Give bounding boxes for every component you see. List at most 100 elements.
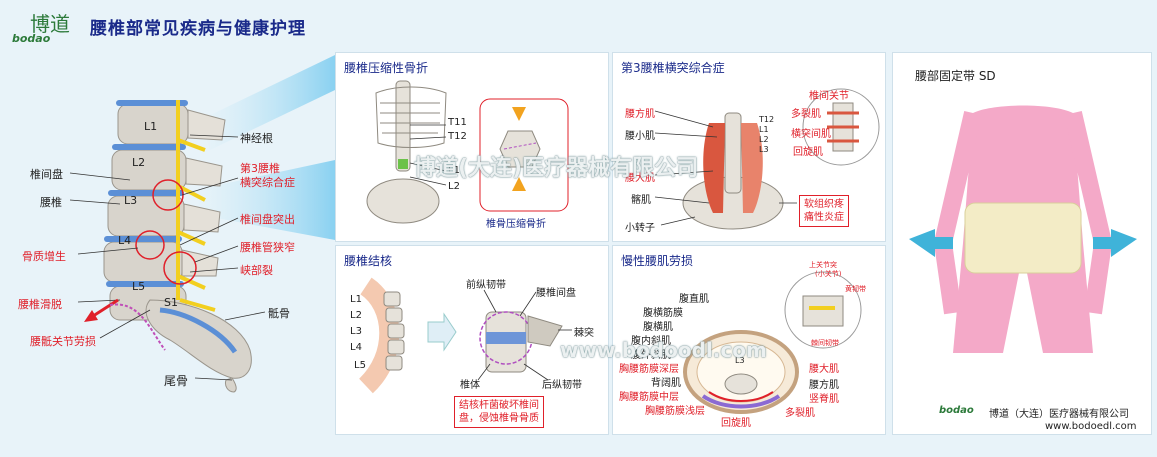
panel-title: 慢性腰肌劳损 — [621, 254, 694, 268]
panel-l3-syndrome: 第3腰椎横突综合症 腰方肌 腰小肌 腰大肌 髂肌 小转子 T12 L1 L2 L… — [612, 52, 886, 242]
label-coccyx: 尾骨 — [164, 374, 189, 388]
label-facet-joint: 椎间关节 — [809, 91, 849, 102]
vertebral-bodies — [103, 103, 189, 321]
label-external-oblique: 腹外斜肌 — [631, 350, 671, 361]
label-facet-joint: (小关节) — [815, 270, 842, 278]
label-lumbar-disc: 腰椎间盘 — [536, 288, 576, 299]
label-posterior-ligament: 后纵韧带 — [542, 380, 582, 391]
fracture-highlight — [398, 159, 408, 169]
highlight-beam-fracture — [200, 55, 335, 150]
vertebra-label-l4: L4 — [118, 234, 132, 247]
vertebra-l3 — [724, 373, 758, 395]
label-tlf-superficial: 胸腰筋膜浅层 — [645, 406, 705, 417]
lumbar-belt — [964, 202, 1082, 274]
level-l5: L5 — [354, 360, 366, 371]
page-title: 腰椎部常见疾病与健康护理 — [90, 19, 306, 39]
company-url: www.bodoedl.com — [1045, 421, 1137, 432]
vertebra-label-l5: L5 — [132, 280, 146, 293]
label-stenosis: 腰椎管狭窄 — [240, 241, 295, 254]
level-l1: L1 — [759, 125, 769, 134]
label-psoas-minor: 腰小肌 — [625, 131, 655, 142]
label-spondylolysis: 峡部裂 — [240, 264, 273, 277]
highlight-bone-spur — [135, 230, 165, 260]
label-spinous-process: 棘突 — [574, 328, 594, 339]
label-rotatores: 回旋肌 — [793, 147, 823, 158]
label-superior-facet: 上关节突 — [809, 261, 837, 269]
label-transversus-abdominis: 腹横肌 — [643, 322, 673, 333]
label-sacrum: 骶骨 — [268, 307, 290, 320]
panel-title: 腰椎结核 — [344, 254, 393, 268]
brand-logo-text: bodao — [12, 32, 51, 45]
arrow-right-icon — [427, 312, 457, 352]
panel-spinal-tb: 腰椎结核 L1 L2 L3 L4 L5 前纵韧带 腰椎间盘 棘突 椎体 后纵韧带… — [335, 245, 609, 435]
label-rotatores: 回旋肌 — [721, 418, 751, 429]
arrow-right-icon — [909, 229, 953, 257]
vertebra-detail — [499, 130, 541, 168]
vertebra-label-l3: L3 — [124, 194, 138, 207]
arrow-down-icon — [512, 107, 526, 121]
label-psoas-major: 腰大肌 — [809, 364, 839, 375]
highlight-stenosis — [163, 251, 197, 285]
label-multifidus: 多裂肌 — [791, 109, 821, 120]
panel-title: 第3腰椎横突综合症 — [621, 61, 725, 75]
label-l3-b: 横突综合症 — [240, 176, 295, 189]
label-rectus-abdominis: 腹直肌 — [679, 294, 709, 305]
level-l2: L2 — [448, 181, 460, 192]
level-l2: L2 — [350, 310, 362, 321]
label-erector-spinae: 竖脊肌 — [809, 394, 839, 405]
panel-muscle-strain: 慢性腰肌劳损 腹直肌 腹横筋膜 腹横肌 腹内斜肌 腹外斜肌 胸腰筋膜深层 背阔肌… — [612, 245, 886, 435]
label-iliacus: 髂肌 — [631, 195, 651, 206]
watermark-url: www.bodoodl.com — [560, 338, 767, 362]
level-t11: T11 — [448, 117, 467, 128]
label-intertransversarii: 横突间肌 — [791, 129, 831, 140]
lumbar-stack — [383, 291, 405, 371]
label-l3-a: 第3腰椎 — [240, 162, 280, 175]
label-anterior-ligament: 前纵韧带 — [466, 280, 506, 291]
label-transversalis-fascia: 腹横筋膜 — [643, 308, 683, 319]
level-l3: L3 — [735, 356, 745, 365]
label-bone-spur: 骨质增生 — [22, 250, 66, 263]
level-t12: T12 — [759, 115, 775, 124]
vertebra-label-l2: L2 — [132, 156, 146, 169]
note-soft-tissue-inflammation: 软组织疼 痛性炎症 — [799, 195, 849, 227]
label-lumbosacral-strain: 腰骶关节劳损 — [30, 335, 96, 348]
label-lumbar: 腰椎 — [40, 196, 62, 209]
label-spondylolisthesis: 腰椎滑脱 — [18, 298, 62, 311]
label-tlf-middle: 胸腰筋膜中层 — [619, 392, 679, 403]
label-multifidus: 多裂肌 — [785, 408, 815, 419]
arrow-left-icon — [1093, 229, 1137, 257]
brand-logo-mark: 博道 — [30, 12, 70, 36]
panel-product: 腰部固定带 SD bodao 博道（大连）医疗器械有限公司 www.bodoed… — [892, 52, 1152, 435]
arrow-up-icon — [512, 177, 526, 191]
level-l3: L3 — [759, 145, 769, 154]
vertebra-label-l1: L1 — [144, 120, 158, 133]
label-disc: 椎间盘 — [30, 168, 63, 181]
label-latissimus: 背阔肌 — [651, 378, 681, 389]
label-nerve-root: 神经根 — [240, 132, 273, 145]
level-l1: L1 — [350, 294, 362, 305]
vertebra-label-s1: S1 — [164, 296, 178, 309]
muscle-right — [741, 123, 763, 213]
lumbar-column — [724, 112, 742, 194]
level-l1: L1 — [448, 165, 460, 176]
label-internal-oblique: 腹内斜肌 — [631, 336, 671, 347]
company-name: 博道（大连）医疗器械有限公司 — [989, 409, 1129, 420]
highlight-beam-l3 — [195, 160, 335, 240]
skeleton-illustration — [366, 80, 447, 224]
fracture-caption: 椎骨压缩骨折 — [486, 219, 546, 230]
label-psoas-major: 腰大肌 — [625, 173, 655, 184]
panel-title: 腰椎压缩性骨折 — [344, 61, 429, 75]
watermark-company: 博道(大连)医疗器械有限公司 — [414, 156, 699, 181]
sacrum — [145, 299, 252, 379]
brand-logo: bodao — [939, 405, 974, 416]
label-tlf-deep: 胸腰筋膜深层 — [619, 364, 679, 375]
level-l3: L3 — [350, 326, 362, 337]
nerve-roots — [176, 100, 216, 312]
note-tb-destruction: 结核杆菌破坏椎间 盘，侵蚀椎骨骨质 — [454, 396, 544, 428]
product-title: 腰部固定带 SD — [915, 69, 996, 83]
panel-compression-fracture: 腰椎压缩性骨折 T11 T12 L1 L2 椎骨压缩骨折 — [335, 52, 609, 242]
label-quadratus-lumborum: 腰方肌 — [809, 380, 839, 391]
label-disc-herniation: 椎间盘突出 — [240, 213, 295, 226]
label-vertebral-body: 椎体 — [460, 380, 480, 391]
muscle-left — [703, 123, 725, 213]
